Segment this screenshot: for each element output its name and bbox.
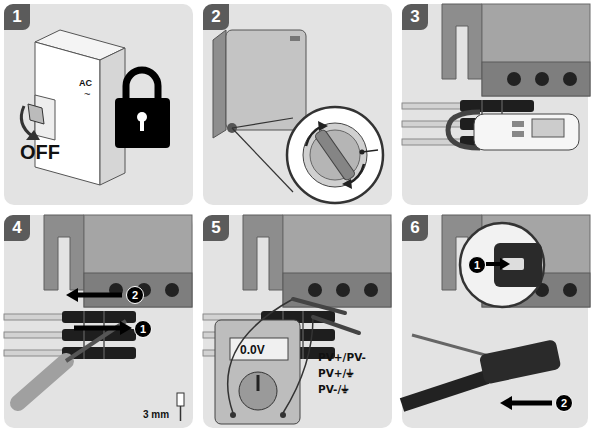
step-number: 3	[402, 4, 428, 30]
step-panel: 3	[402, 4, 588, 205]
step-number: 5	[203, 215, 229, 241]
step-panel: 4	[4, 215, 193, 428]
step-number: 2	[203, 4, 229, 30]
step-panel: 6	[402, 215, 588, 428]
step-number: 1	[4, 4, 30, 30]
step-number: 4	[4, 215, 30, 241]
step-panel: 1	[4, 4, 193, 205]
step-panel: 2	[203, 4, 392, 205]
step-panel: 5	[203, 215, 392, 428]
step-number: 6	[402, 215, 428, 241]
